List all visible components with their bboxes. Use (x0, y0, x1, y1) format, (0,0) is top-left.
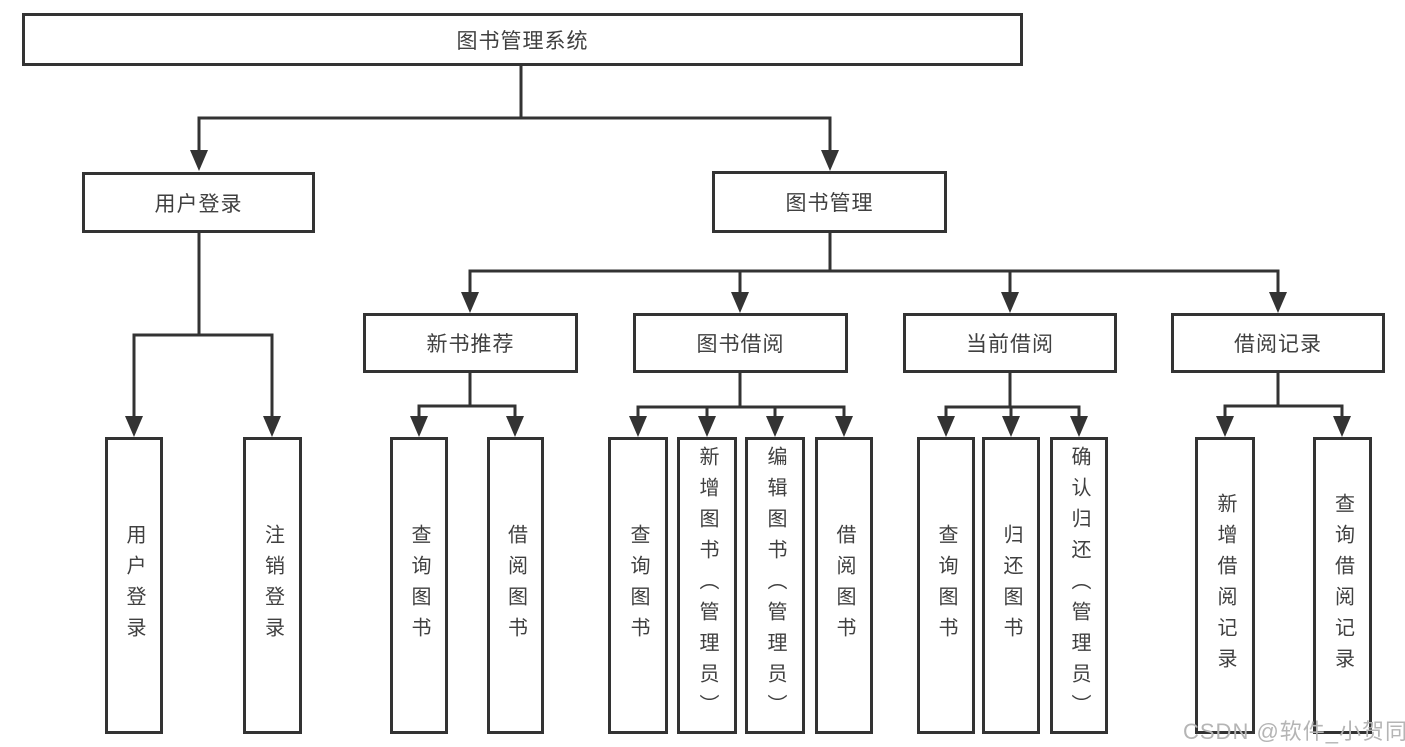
node-new-book-recommend: 新书推荐 (363, 313, 578, 373)
connector-borrow-record-children (1216, 371, 1351, 437)
leaf-query-borrow-record: 查询借阅记录 (1313, 437, 1372, 734)
leaf-confirm-return-admin: 确认归还（管理员） (1050, 437, 1108, 734)
leaf-logout: 注销登录 (243, 437, 302, 734)
node-new-book-recommend-label: 新书推荐 (426, 333, 515, 356)
watermark: CSDN @软件_小贺同学 (1183, 719, 1405, 744)
leaf-query-book-3-label: 查询图书 (935, 523, 957, 648)
leaf-query-book-2: 查询图书 (608, 437, 668, 734)
node-book-borrow: 图书借阅 (633, 313, 848, 373)
leaf-confirm-return-admin-label: 确认归还（管理员） (1068, 446, 1090, 725)
leaf-borrow-book-1-label: 借阅图书 (504, 523, 527, 648)
connector-new-book-children (410, 371, 524, 437)
leaf-query-book-1: 查询图书 (390, 437, 448, 734)
node-book-management-label: 图书管理 (785, 192, 874, 215)
leaf-edit-book-admin: 编辑图书（管理员） (745, 437, 805, 734)
connector-book-management-children (461, 231, 1287, 313)
leaf-add-borrow-record-label: 新增借阅记录 (1214, 492, 1236, 679)
leaf-query-book-3: 查询图书 (917, 437, 975, 734)
connector-book-borrow-children (629, 371, 853, 437)
node-current-borrow: 当前借阅 (903, 313, 1117, 373)
leaf-return-book: 归还图书 (982, 437, 1040, 734)
leaf-add-book-admin-label: 新增图书（管理员） (696, 446, 718, 725)
node-library-system: 图书管理系统 (22, 13, 1023, 66)
node-borrow-records-label: 借阅记录 (1234, 333, 1322, 356)
node-book-management: 图书管理 (712, 171, 947, 233)
leaf-add-book-admin: 新增图书（管理员） (677, 437, 737, 734)
node-borrow-records: 借阅记录 (1171, 313, 1385, 373)
node-current-borrow-label: 当前借阅 (966, 333, 1054, 356)
leaf-logout-label: 注销登录 (261, 523, 284, 648)
leaf-return-book-label: 归还图书 (1000, 523, 1022, 648)
leaf-query-borrow-record-label: 查询借阅记录 (1331, 492, 1354, 679)
node-user-login-label: 用户登录 (154, 192, 243, 216)
leaf-edit-book-admin-label: 编辑图书（管理员） (764, 446, 786, 725)
leaf-query-book-1-label: 查询图书 (408, 523, 430, 648)
node-library-system-label: 图书管理系统 (456, 29, 589, 53)
leaf-add-borrow-record: 新增借阅记录 (1195, 437, 1255, 734)
leaf-user-login: 用户登录 (105, 437, 163, 734)
connector-root-to-level2 (190, 64, 839, 171)
leaf-borrow-book-2: 借阅图书 (815, 437, 873, 734)
leaf-query-book-2-label: 查询图书 (627, 523, 649, 648)
connector-user-login-children (125, 231, 281, 437)
leaf-borrow-book-2-label: 借阅图书 (833, 523, 855, 648)
node-book-borrow-label: 图书借阅 (696, 333, 785, 356)
leaf-borrow-book-1: 借阅图书 (487, 437, 544, 734)
leaf-user-login-label: 用户登录 (123, 523, 145, 648)
connector-current-borrow-children (937, 371, 1088, 437)
node-user-login: 用户登录 (82, 172, 315, 233)
